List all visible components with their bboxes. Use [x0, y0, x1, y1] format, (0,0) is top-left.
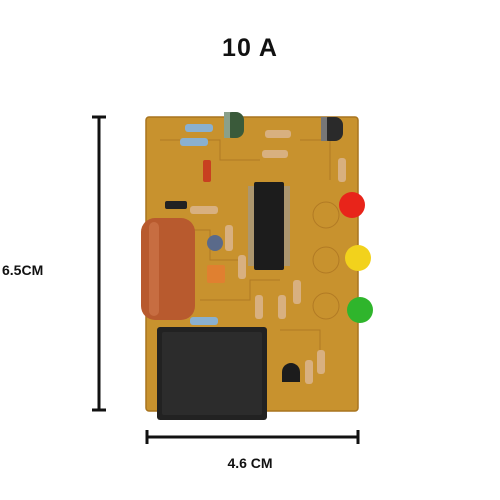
red-led: [339, 192, 365, 218]
diodes: [165, 160, 225, 283]
film-capacitor: [141, 218, 195, 320]
height-dimension-label: 6.5CM: [2, 262, 44, 278]
electrolytic-capacitor: [321, 117, 343, 141]
width-dimension-label: 4.6 CM: [227, 455, 273, 471]
transistor: [282, 363, 300, 382]
resistors: [180, 124, 346, 384]
width-dimension-line: [145, 430, 360, 444]
electrolytic-capacitor: [224, 112, 244, 138]
small-capacitor: [207, 235, 223, 251]
green-led: [347, 297, 373, 323]
height-dimension-line: [92, 115, 106, 412]
ic-chip: [248, 182, 290, 270]
rating-title: 10 A: [222, 34, 278, 62]
relay: [157, 327, 267, 420]
yellow-led: [345, 245, 371, 271]
